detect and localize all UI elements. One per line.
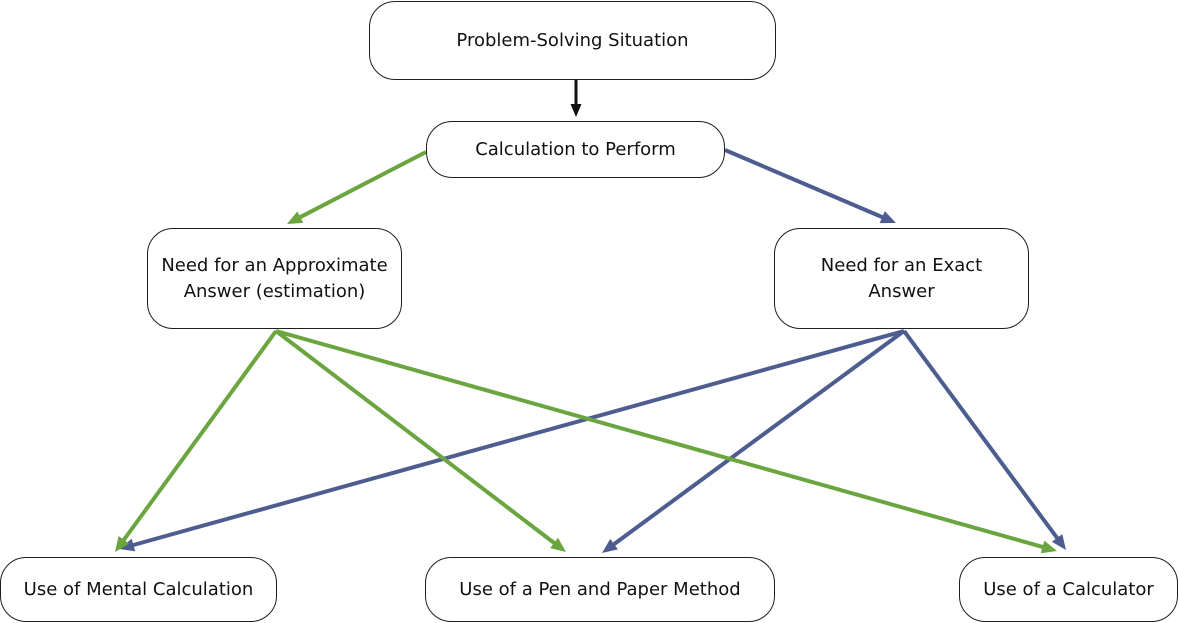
node-label: Use of a Calculator <box>983 578 1154 600</box>
node-label: Problem-Solving Situation <box>456 29 689 51</box>
node-label: Need for an Exact Answer <box>820 255 983 302</box>
arrowhead-icon <box>570 104 582 117</box>
arrowhead-icon <box>550 537 566 552</box>
arrow-problem-to-calculation <box>570 80 582 117</box>
arrowhead-icon <box>119 538 136 552</box>
arrow-line <box>902 329 1060 540</box>
arrow-line <box>298 150 427 220</box>
arrowhead-icon <box>287 211 304 224</box>
arrowhead-icon <box>115 536 130 552</box>
node-mental-calculation: Use of Mental Calculation <box>0 557 277 622</box>
node-label: Use of Mental Calculation <box>23 578 254 600</box>
arrow-approximate-to-mental <box>115 329 278 552</box>
node-pen-and-paper-method: Use of a Pen and Paper Method <box>425 557 775 622</box>
node-calculator: Use of a Calculator <box>959 557 1178 622</box>
node-problem-solving-situation: Problem-Solving Situation <box>369 1 776 80</box>
arrow-line <box>274 329 557 546</box>
node-exact-answer: Need for an Exact Answer <box>774 228 1029 329</box>
arrow-exact-to-pen_paper <box>602 329 906 553</box>
arrow-line <box>724 148 884 220</box>
node-label: Use of a Pen and Paper Method <box>459 578 741 600</box>
node-approximate-answer: Need for an Approximate Answer (estimati… <box>147 228 402 329</box>
node-label: Need for an Approximate Answer (estimati… <box>161 255 388 302</box>
arrow-approximate-to-calculator <box>275 329 1057 554</box>
arrow-line <box>131 329 905 548</box>
arrowhead-icon <box>1051 534 1066 550</box>
arrow-line <box>612 329 906 547</box>
arrow-calculation-to-exact <box>724 148 896 224</box>
node-label: Calculation to Perform <box>475 138 676 160</box>
arrow-exact-to-mental <box>119 329 905 552</box>
arrowhead-icon <box>1040 540 1057 554</box>
node-calculation-to-perform: Calculation to Perform <box>426 121 725 178</box>
arrow-approximate-to-pen_paper <box>274 329 566 552</box>
arrow-calculation-to-approximate <box>287 150 427 224</box>
arrowhead-icon <box>602 538 618 553</box>
arrowhead-icon <box>879 211 896 224</box>
arrow-exact-to-calculator <box>902 329 1066 550</box>
arrow-line <box>121 329 278 542</box>
arrow-line <box>275 329 1045 550</box>
